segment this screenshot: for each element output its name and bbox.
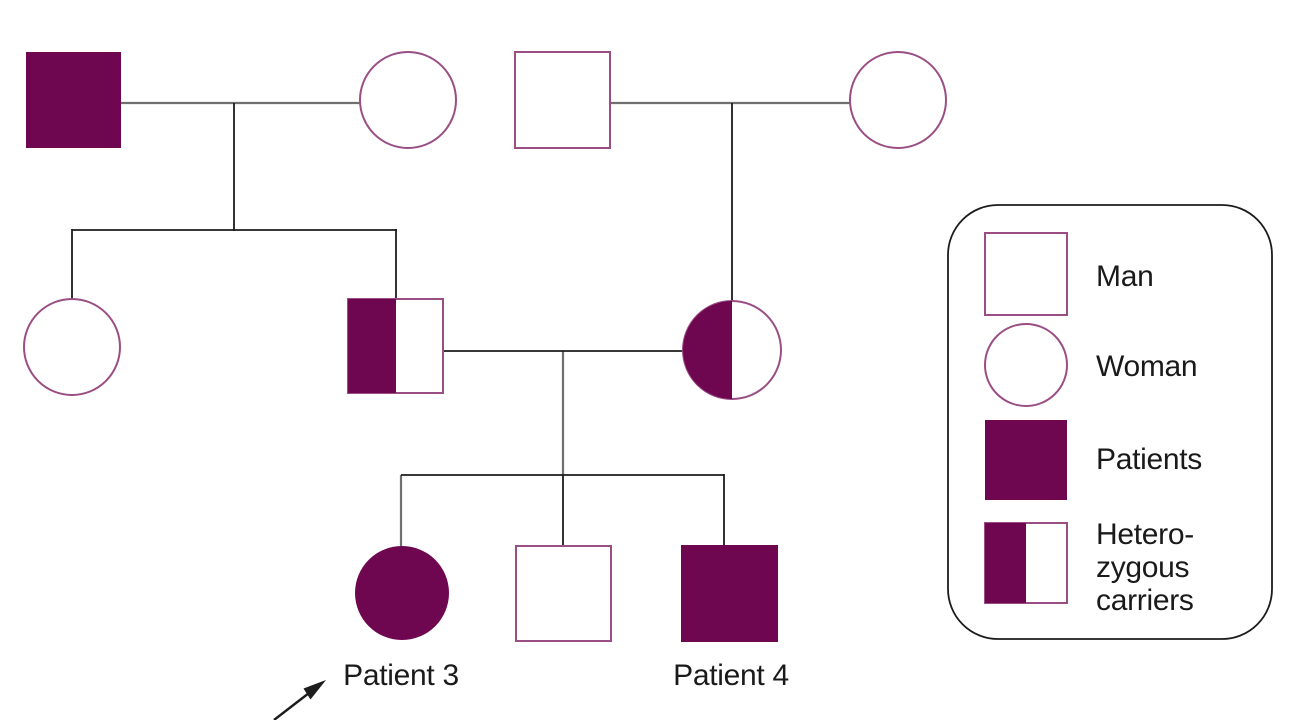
outlined-shapes-group — [23, 51, 1068, 642]
proband-arrowhead — [303, 680, 326, 700]
legend-label-patients: Patients — [1096, 443, 1202, 476]
legend-label-woman: Woman — [1096, 350, 1198, 383]
gray-lines-group — [121, 101, 851, 547]
node-III1-patient3-circle — [355, 546, 449, 640]
legend-man-square — [984, 232, 1068, 316]
node-I2-woman-circle — [359, 51, 457, 149]
legend-label-man: Man — [1096, 260, 1154, 293]
patient4-label: Patient 4 — [673, 659, 789, 692]
proband-arrow-icon — [273, 680, 326, 720]
node-II1-woman-circle — [23, 298, 121, 396]
node-I4-woman-circle — [849, 51, 947, 149]
node-III3-patient4-square — [681, 545, 778, 642]
patient3-label: Patient 3 — [343, 659, 459, 692]
node-I3-man-square — [514, 51, 611, 149]
proband-arrow-shaft — [273, 692, 310, 720]
filled-shapes-group — [26, 52, 1067, 642]
legend-heterozygous-halffill — [985, 523, 1026, 603]
legend-label-heterozygous-carriers: Hetero-zygous carriers — [1096, 518, 1194, 617]
node-II3-carrier-halffill — [683, 301, 732, 399]
node-I1-affected-man-square — [26, 52, 121, 148]
legend-woman-circle — [984, 323, 1068, 407]
node-II2-carrier-halffill — [348, 299, 396, 393]
node-III2-man-square — [515, 545, 612, 642]
legend-patients-square — [985, 420, 1067, 500]
legend-box — [947, 204, 1273, 640]
dark-lines-group — [71, 103, 733, 547]
